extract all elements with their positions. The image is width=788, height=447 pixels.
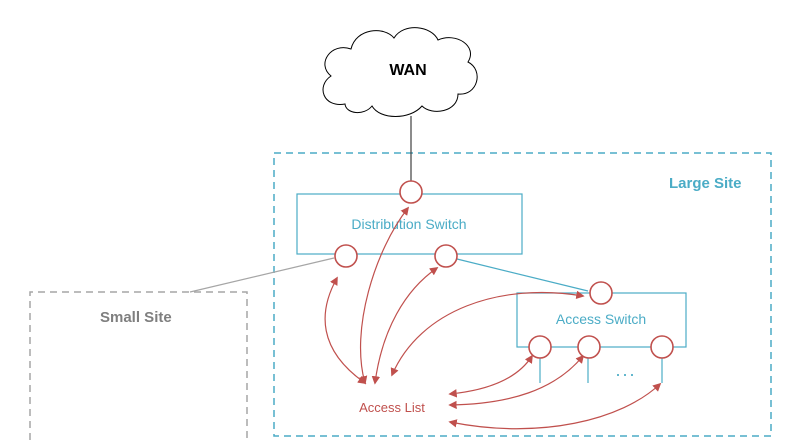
acl-arrow-access-port-n xyxy=(448,382,662,430)
acl-point-dist-port-left xyxy=(334,244,358,268)
large-site-boundary xyxy=(273,152,772,437)
small-site-label: Small Site xyxy=(100,309,172,326)
access-switch-label: Access Switch xyxy=(556,311,646,327)
small-site-link xyxy=(189,257,335,293)
acl-arrow-dist-port-right xyxy=(371,267,439,385)
acl-arrow-access-port-1 xyxy=(448,354,533,398)
access-switch-link xyxy=(456,258,589,292)
acl-point-access-port-n xyxy=(650,335,674,359)
distribution-switch xyxy=(296,193,523,255)
acl-point-dist-uplink xyxy=(399,180,423,204)
large-site-label: Large Site xyxy=(669,175,742,192)
acl-point-access-uplink xyxy=(589,281,613,305)
acl-arrow-access-port-2 xyxy=(448,354,585,410)
wan-cloud-icon xyxy=(322,27,478,117)
acl-arrow-dist-port-left xyxy=(324,276,367,384)
access-port-legs xyxy=(539,358,663,383)
small-site-boundary xyxy=(29,291,248,440)
distribution-switch-label: Distribution Switch xyxy=(351,216,466,232)
access-list-label: Access List xyxy=(359,400,425,415)
acl-arrows xyxy=(324,206,662,430)
acl-point-access-port-1 xyxy=(528,335,552,359)
acl-point-dist-port-right xyxy=(434,244,458,268)
wan-label: WAN xyxy=(389,62,426,79)
acl-arrow-access-uplink xyxy=(390,290,585,377)
more-ports-ellipsis: ... xyxy=(615,360,636,380)
acl-points xyxy=(334,180,674,359)
acl-point-access-port-2 xyxy=(577,335,601,359)
